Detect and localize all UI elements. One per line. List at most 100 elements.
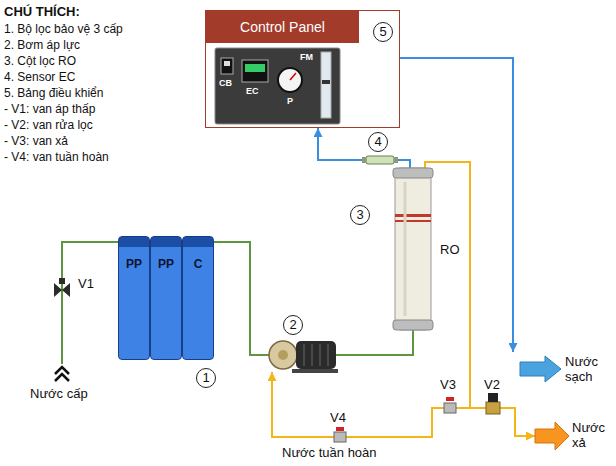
legend-item: - V1: van áp thấp — [4, 102, 95, 116]
label-anchor: 2. Bơm áp lực — [4, 38, 80, 52]
valve-label: V3 — [440, 377, 456, 392]
solenoid-valve — [486, 402, 500, 414]
ec-sensor-cap — [362, 157, 366, 163]
gauge-needle — [290, 73, 296, 80]
node-label: Nước xả — [572, 420, 610, 450]
output-arrow: Nước xả — [535, 414, 611, 458]
legend-item: 1. Bộ lọc bảo vệ 3 cấp — [4, 22, 123, 36]
label-anchor: 5 — [373, 22, 393, 42]
flow-label: Nước cấp — [30, 386, 88, 401]
flow-meter — [321, 52, 331, 118]
valve-handle — [59, 278, 65, 284]
valve-label: V2 — [484, 377, 500, 392]
filter-housing: PP — [150, 236, 182, 360]
ro-shape — [393, 168, 433, 330]
label-anchor: P — [287, 96, 293, 106]
label-anchor: V2 — [484, 377, 500, 392]
callout-number: 2 — [283, 315, 303, 335]
ro-band — [395, 214, 431, 217]
motor-fin — [327, 344, 329, 366]
solenoid-coil — [488, 393, 498, 402]
label-anchor: 2 — [283, 315, 303, 335]
label-anchor: 3. Cột lọc RO — [4, 54, 76, 68]
control-panel: Control Panel — [205, 10, 400, 128]
callout-number: 5 — [373, 22, 393, 42]
callout-number: 4 — [368, 132, 388, 152]
label-anchor: 3 — [350, 205, 370, 225]
ro-band — [395, 220, 431, 222]
ro-cap — [393, 320, 433, 330]
panel-marking: P — [287, 96, 293, 106]
pump-base — [292, 369, 338, 373]
valve-handle — [446, 397, 454, 401]
valve-symbol — [62, 283, 70, 297]
panel-face — [215, 48, 340, 124]
pipe-connector — [318, 128, 410, 168]
label-anchor: - V4: van tuần hoàn — [4, 150, 109, 164]
ec-meter — [242, 60, 268, 82]
label-anchor: - V1: van áp thấp — [4, 102, 95, 116]
label-anchor: EC — [246, 86, 259, 96]
pipe-connector — [214, 242, 413, 355]
filter-housing: PP — [118, 236, 150, 360]
label-anchor: - V3: van xả — [4, 134, 68, 148]
motor-fin — [319, 344, 321, 366]
node-label: RO — [440, 242, 470, 257]
panel-marking: FM — [300, 52, 313, 62]
panel-marking: CB — [219, 78, 232, 88]
node-label: Nước sạch — [565, 354, 609, 384]
panel-title: Control Panel — [206, 11, 359, 43]
legend-item: - V2: van rửa lọc — [4, 118, 93, 132]
label-anchor: CHÚ THÍCH: — [4, 4, 80, 19]
node-label: C — [183, 257, 213, 271]
valve-symbol — [334, 432, 346, 442]
valve-label: V1 — [78, 276, 94, 291]
flow-meter-float — [322, 80, 330, 84]
motor-fin — [303, 344, 305, 366]
label-anchor: Nước cấp — [30, 386, 88, 401]
panel-marking: EC — [246, 86, 259, 96]
legend-item: 2. Bơm áp lực — [4, 38, 80, 52]
node-label: PP — [151, 257, 181, 271]
ro-shine — [404, 182, 407, 316]
legend-item: - V4: van tuần hoàn — [4, 150, 109, 164]
label-anchor: Nước tuần hoàn — [282, 445, 377, 460]
drain-water-arrow — [535, 422, 569, 450]
legend-title: CHÚ THÍCH: — [4, 4, 80, 19]
pipe-connector — [425, 162, 535, 436]
ro-body — [395, 168, 431, 330]
label-anchor: 4. Sensor EC — [4, 70, 75, 84]
inlet-chevron — [55, 374, 69, 381]
valve-label: V4 — [330, 410, 346, 425]
legend-item: - V3: van xả — [4, 134, 68, 148]
legend-item: 3. Cột lọc RO — [4, 54, 76, 68]
legend-item: 4. Sensor EC — [4, 70, 75, 84]
clean-water-arrow — [520, 356, 561, 382]
label-anchor: 5. Bảng điều khiển — [4, 86, 103, 100]
ec-sensor-cap — [394, 157, 398, 163]
recirculation-pipe — [272, 372, 470, 437]
breaker-switch — [224, 61, 230, 66]
ro-column: RO — [393, 168, 433, 330]
label-anchor: 1. Bộ lọc bảo vệ 3 cấp — [4, 22, 123, 36]
valve-handle — [336, 427, 344, 431]
label-anchor: 4 — [368, 132, 388, 152]
label-anchor: V3 — [440, 377, 456, 392]
breaker-switch — [221, 58, 233, 74]
node-label: PP — [119, 257, 149, 271]
label-anchor: 1 — [196, 368, 216, 388]
filter-housing: C — [182, 236, 214, 360]
valve-symbol — [54, 283, 62, 297]
pump-head — [269, 341, 297, 369]
label-anchor: FM — [300, 52, 313, 62]
callout-number: 1 — [196, 368, 216, 388]
label-anchor: V4 — [330, 410, 346, 425]
flow-label: Nước tuần hoàn — [282, 445, 377, 460]
label-anchor: - V2: van rửa lọc — [4, 118, 93, 132]
output-arrow: Nước sạch — [505, 352, 611, 386]
ec-sensor — [366, 156, 394, 164]
